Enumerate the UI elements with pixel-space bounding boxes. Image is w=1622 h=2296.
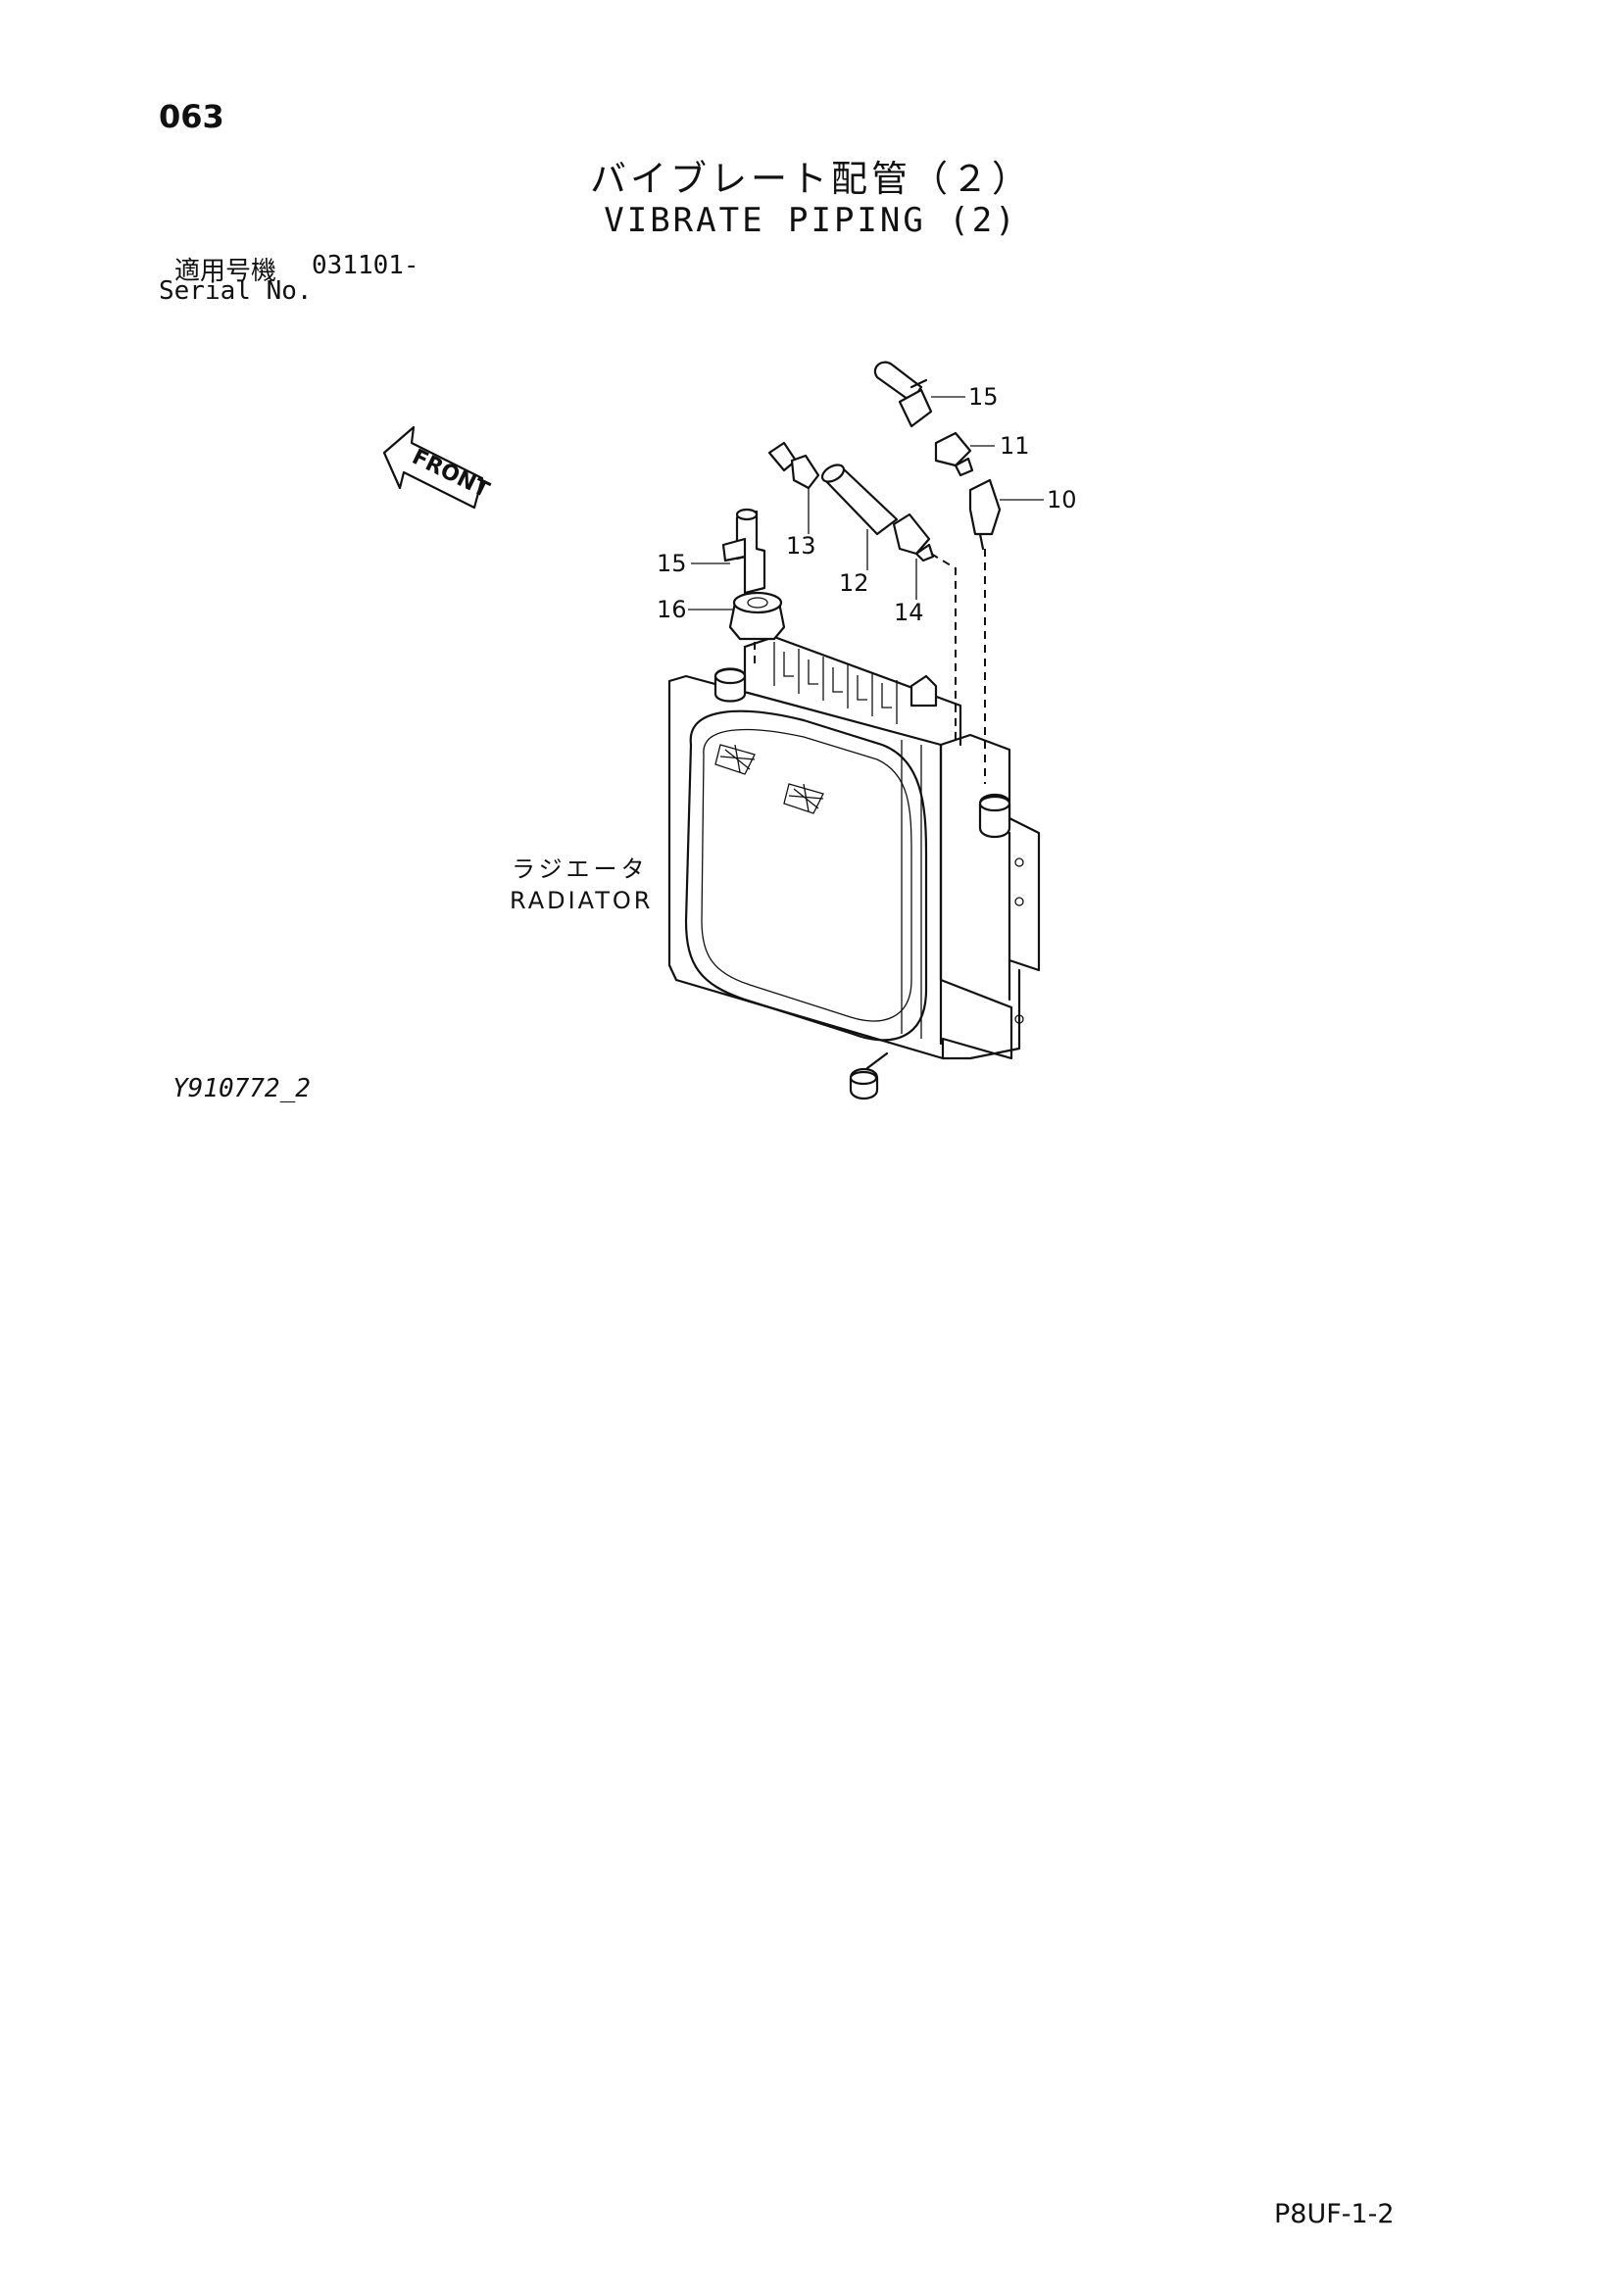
serial-label-japanese: 適用号機 [174, 257, 277, 286]
part-11-drawing [934, 431, 974, 477]
page-title-japanese: バイブレート配管（２） [590, 158, 1032, 200]
page-title-english: VIBRATE PIPING (2) [604, 201, 1018, 240]
callout-11: 11 [1000, 432, 1030, 460]
part-16-nut-drawing [728, 591, 786, 641]
part-15-upper-drawing [873, 361, 933, 428]
radiator-drawing [667, 635, 1041, 1100]
radiator-label-japanese: ラジエータ [512, 855, 649, 883]
callout-15-upper: 15 [968, 383, 999, 411]
front-arrow-icon: FRONT [382, 425, 493, 510]
part-12-coupling-drawing [820, 464, 899, 536]
callout-15-lower: 15 [657, 550, 687, 577]
part-13-drawing [767, 441, 820, 490]
callout-10: 10 [1047, 486, 1077, 513]
serial-number-value: 031101- [312, 251, 419, 280]
callout-14: 14 [894, 599, 924, 626]
radiator-label-english: RADIATOR [510, 887, 653, 914]
callout-16: 16 [657, 596, 687, 623]
callout-13: 13 [786, 532, 816, 560]
callout-12: 12 [839, 569, 869, 597]
part-15-lower-tee-drawing [721, 508, 766, 595]
serial-label-english: Serial No. [159, 276, 313, 306]
page-number: 063 [159, 98, 224, 135]
figure-code: Y910772_2 [172, 1074, 311, 1103]
part-14-drawing [892, 513, 935, 562]
part-10-elbow-drawing [968, 478, 1002, 551]
page-code: P8UF-1-2 [1274, 2199, 1395, 2229]
